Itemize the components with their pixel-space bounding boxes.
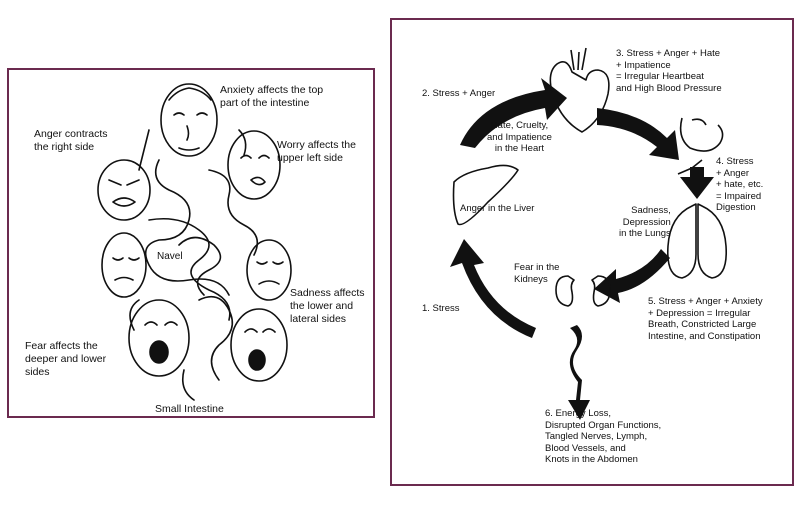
lungs-shape bbox=[666, 203, 728, 279]
arrow-heart-to-stomach bbox=[597, 108, 679, 160]
stress-anger-label: 2. Stress + Anger bbox=[422, 88, 496, 99]
fear-label: Fear affects the deeper and lower sides bbox=[25, 340, 107, 378]
small-intestine-label: Small Intestine bbox=[155, 403, 224, 415]
step4-label: 4. Stress + Anger + hate, etc. = Impaire… bbox=[716, 156, 764, 213]
stomach-shape bbox=[677, 117, 724, 175]
stress-cycle-diagram bbox=[450, 47, 728, 420]
arrow-stomach-to-lungs bbox=[680, 167, 714, 199]
arrow-stress-anger bbox=[460, 78, 567, 148]
worry-label: Worry affects the upper left side bbox=[277, 139, 356, 164]
arrow-stress-up bbox=[450, 239, 536, 338]
heart-shape bbox=[549, 61, 610, 133]
liver-shape bbox=[452, 164, 519, 226]
step3-label: 3. Stress + Anger + Hate + Impatience = … bbox=[616, 48, 722, 94]
kidneys-label: Fear in the Kidneys bbox=[514, 262, 560, 285]
navel-label: Navel bbox=[157, 251, 183, 262]
kidneys-shape bbox=[555, 275, 611, 307]
step1-label: 1. Stress bbox=[422, 303, 460, 314]
anxiety-label: Anxiety affects the top part of the inte… bbox=[220, 84, 324, 109]
arrow-lungs-to-kidneys bbox=[594, 249, 670, 303]
intestine-illustration bbox=[97, 83, 292, 401]
liver-label: Anger in the Liver bbox=[460, 203, 535, 214]
step6-label: 6. Energy Loss, Disrupted Organ Function… bbox=[545, 408, 662, 465]
intestine-emotions-panel: Anxiety affects the top part of the inte… bbox=[7, 68, 375, 418]
heart-note-label: Hate, Cruelty, and Impatience in the Hea… bbox=[487, 120, 552, 154]
sadness-label: Sadness affects the lower and lateral si… bbox=[290, 287, 365, 325]
lungs-label: Sadness, Depression in the Lungs bbox=[619, 205, 671, 239]
anger-label: Anger contracts the right side bbox=[34, 128, 108, 153]
step5-label: 5. Stress + Anger + Anxiety + Depression… bbox=[648, 296, 763, 342]
arrow-energy-loss bbox=[568, 325, 590, 420]
stress-cycle-panel: 2. Stress + Anger Hate, Cruelty, and Imp… bbox=[390, 18, 794, 486]
